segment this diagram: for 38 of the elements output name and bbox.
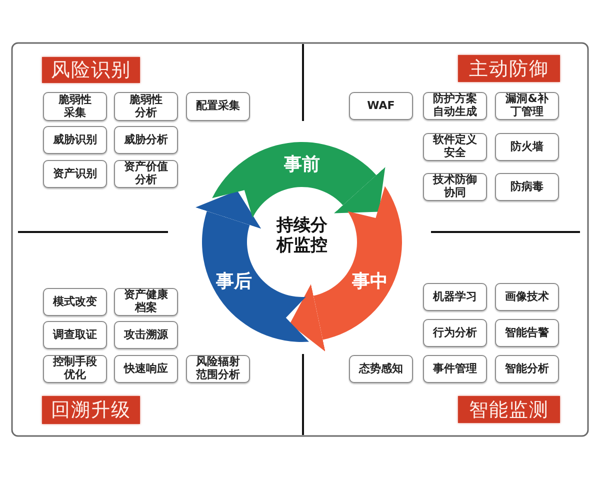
section-heading-tag: 风险识别 bbox=[42, 57, 140, 83]
phase-label: 事前 bbox=[284, 152, 320, 176]
feature-box: 风险辐射范围分析 bbox=[186, 355, 250, 383]
section-heading-tag: 回溯升级 bbox=[42, 396, 140, 424]
feature-box: 行为分析 bbox=[423, 319, 487, 347]
feature-box: 事件管理 bbox=[423, 355, 487, 383]
feature-box: 配置采集 bbox=[186, 92, 250, 121]
feature-box: 资产识别 bbox=[43, 160, 107, 188]
phase-label: 事中 bbox=[352, 270, 388, 294]
section-heading-tag: 智能监测 bbox=[458, 396, 560, 423]
feature-box: 画像技术 bbox=[495, 283, 559, 311]
cycle-arrowhead bbox=[195, 190, 262, 229]
feature-box: 快速响应 bbox=[114, 355, 178, 383]
cycle-arrowhead bbox=[289, 284, 326, 352]
feature-box: 软件定义安全 bbox=[423, 133, 487, 161]
feature-box: 资产健康档案 bbox=[114, 288, 178, 316]
feature-box: 机器学习 bbox=[423, 283, 487, 311]
feature-box: 防护方案自动生成 bbox=[423, 92, 487, 120]
feature-box: 控制手段优化 bbox=[43, 355, 107, 383]
feature-box: WAF bbox=[349, 92, 413, 120]
feature-box: 调查取证 bbox=[43, 321, 107, 349]
feature-box: 脆弱性采集 bbox=[43, 92, 107, 121]
feature-box: 资产价值分析 bbox=[114, 160, 178, 188]
feature-box: 脆弱性分析 bbox=[114, 92, 178, 121]
section-heading-tag: 主动防御 bbox=[458, 55, 560, 82]
feature-box: 漏洞&补丁管理 bbox=[495, 92, 559, 120]
center-label: 持续分析监控 bbox=[275, 216, 328, 256]
feature-box: 攻击溯源 bbox=[114, 321, 178, 349]
feature-box: 技术防御协同 bbox=[423, 173, 487, 201]
feature-box: 智能告警 bbox=[495, 319, 559, 347]
phase-label: 事后 bbox=[216, 270, 252, 294]
feature-box: 防病毒 bbox=[495, 173, 559, 201]
feature-box: 威胁识别 bbox=[43, 126, 107, 154]
feature-box: 态势感知 bbox=[349, 355, 413, 383]
feature-box: 威胁分析 bbox=[114, 126, 178, 154]
feature-box: 模式改变 bbox=[43, 288, 107, 316]
feature-box: 防火墙 bbox=[495, 133, 559, 161]
feature-box: 智能分析 bbox=[495, 355, 559, 383]
